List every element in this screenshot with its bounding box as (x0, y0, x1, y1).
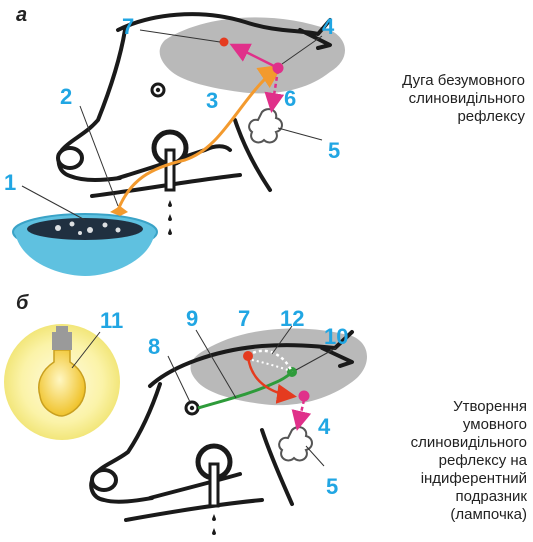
efferent-arrow (298, 400, 304, 426)
saliva-drops-icon (168, 200, 172, 235)
fistula-tube (166, 150, 174, 190)
label-4: 4 (322, 14, 335, 39)
label-7: 7 (122, 14, 134, 39)
panel-b: 4 5 7 8 9 10 11 12 (4, 306, 367, 535)
label-9: 9 (186, 306, 198, 331)
label-1: 1 (4, 170, 16, 195)
eye-pupil (156, 88, 160, 92)
nose-icon (58, 148, 82, 168)
label-5: 5 (326, 474, 338, 499)
eye-pupil (190, 406, 194, 410)
label-5: 5 (328, 138, 340, 163)
salivary-gland (279, 427, 312, 460)
label-12: 12 (280, 306, 304, 331)
label-8: 8 (148, 334, 160, 359)
label-11: 11 (100, 308, 123, 333)
label-3: 3 (206, 88, 218, 113)
label-6: 6 (284, 86, 296, 111)
pointer-line (278, 128, 322, 140)
panel-a: 1 2 3 4 5 6 7 (4, 14, 345, 276)
cortex-center (243, 351, 253, 361)
salivary-center (273, 63, 284, 74)
cortex-center (220, 38, 229, 47)
pointer-line (306, 446, 324, 466)
dog-lower-jaw (126, 500, 262, 520)
label-2: 2 (60, 84, 72, 109)
salivary-center (299, 391, 310, 402)
saliva-drops-icon (212, 514, 216, 535)
label-4: 4 (318, 414, 331, 439)
label-10: 10 (324, 324, 348, 349)
nose-icon (92, 470, 116, 490)
label-7: 7 (238, 306, 250, 331)
salivary-gland (249, 109, 282, 142)
fistula-tube (210, 464, 218, 506)
bowl-food (27, 218, 143, 240)
